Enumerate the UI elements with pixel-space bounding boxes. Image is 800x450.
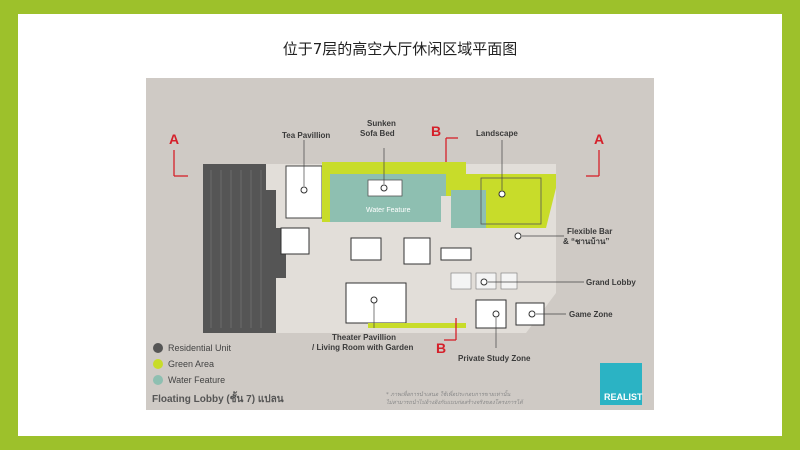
game-zone-marker-icon [528,310,536,318]
legend-water-label: Water Feature [168,375,225,385]
theater-label-line-2: / Living Room with Garden [312,343,413,352]
theater-pavillion-room [345,282,407,324]
grand-lobby-marker-icon [480,278,488,286]
floor-plan: Water Feature [146,78,654,410]
private-study-label: Private Study Zone [458,354,531,363]
theater-marker-icon [370,296,378,304]
water-feature-label: Water Feature [366,207,411,214]
tea-pavillion-marker-icon [300,186,308,194]
flexible-bar-label-line-1: Flexible Bar [567,227,612,236]
disclaimer-line-2: ไม่สามารถนำไปอ้างอิงกับแบบก่อสร้างจริงขอ… [386,399,524,406]
landscape-structure [480,177,542,225]
tea-pavillion-label: Tea Pavillion [282,131,330,140]
sunken-sofa-marker-icon [380,184,388,192]
sunken-label-line-1: Sunken [367,119,396,128]
landscape-label: Landscape [476,129,518,138]
floating-lobby-caption: Floating Lobby (ชั้น 7) แปลน [152,391,284,405]
legend: Residential Unit Green Area Water Featur… [153,343,232,385]
private-study-marker-icon [492,310,500,318]
residential-grid [210,170,262,328]
water-feature-pool [330,174,446,222]
floor-plan-drawing: Water Feature [146,78,654,410]
grand-lobby-label: Grand Lobby [586,278,636,287]
realist-logo-text: REALIST [604,392,643,402]
leader-lines [303,140,584,348]
section-a-right-marker: A [594,131,604,147]
water-feature-pool-right [451,190,486,228]
section-a-left-marker: A [169,131,179,147]
landscape-marker-icon [498,190,506,198]
private-study-room [475,299,507,329]
flexible-bar-marker-icon [514,232,522,240]
flexible-bar-label-line-2: & “ชานบ้าน” [563,236,609,246]
game-zone-label: Game Zone [569,310,613,319]
green-area-bottom [368,323,466,328]
realist-logo-badge [600,363,642,405]
section-arrows [173,137,600,341]
legend-residential-swatch [153,343,163,353]
theater-label-line-1: Theater Pavillion [332,333,396,342]
section-b-bottom-marker: B [436,340,446,356]
section-b-top-marker: B [431,123,441,139]
slide: 位于7层的高空大厅休闲区域平面图 [18,14,782,436]
page-title: 位于7层的高空大厅休闲区域平面图 [282,40,518,58]
legend-water-swatch [153,375,163,385]
green-area-top [322,162,556,228]
interior-rooms [280,227,472,265]
legend-green-swatch [153,359,163,369]
sunken-label-line-2: Sofa Bed [360,129,395,138]
legend-green-label: Green Area [168,359,214,369]
green-area-left [322,174,330,222]
legend-residential-label: Residential Unit [168,343,232,353]
disclaimer-line-1: * ภาพเพื่อการนำเสนอ ใช้เพื่อประกอบการขาย… [386,390,510,398]
residential-unit-block [203,164,276,333]
